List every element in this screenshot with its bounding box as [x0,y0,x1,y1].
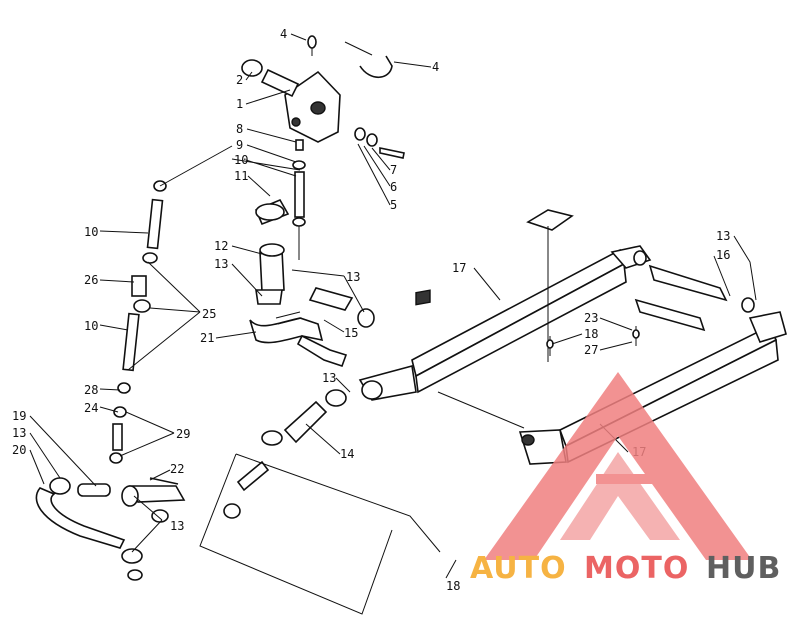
callout-7: 7 [390,163,397,177]
callout-labels: 4 4 2 1 8 9 10 11 7 6 5 10 12 13 13 26 2… [12,27,730,593]
callout-15: 15 [344,326,358,340]
callout-23: 23 [584,311,598,325]
callout-25: 25 [202,307,216,321]
callout-10c: 10 [84,319,98,333]
callout-28: 28 [84,383,98,397]
callout-13c: 13 [716,229,730,243]
callout-10b: 10 [84,225,98,239]
fastener-27 [632,326,640,346]
callout-18b: 18 [446,579,460,593]
logo-text-moto: MOTO [584,551,689,586]
callout-13b: 13 [346,270,360,284]
callout-18a: 18 [584,327,598,341]
vent-line-upper [292,139,306,260]
logo-text-auto: AUTO [470,551,567,586]
callout-29: 29 [176,427,190,441]
callout-26: 26 [84,273,98,287]
callout-3: 4 [280,27,287,41]
callout-17a: 17 [452,261,466,275]
logo-text-hub: HUB [706,551,781,586]
leader-lines [29,33,757,579]
callout-6: 6 [390,180,397,194]
callout-22: 22 [170,462,184,476]
callout-11: 11 [234,169,248,183]
callout-5: 5 [390,198,397,212]
vent-line-left [109,180,167,464]
coolant-hose-14 [236,389,347,492]
callout-27: 27 [584,343,598,357]
callout-4: 4 [432,60,439,74]
callout-14: 14 [340,447,354,461]
coolant-hose-20 [35,477,143,581]
filler-neck-assembly [249,198,348,368]
callout-13f: 13 [170,519,184,533]
heat-exchanger-left-rail [358,248,627,401]
coolant-hose-22 [121,477,241,523]
callout-19: 19 [12,409,26,423]
heat-exchanger-cross-tubes [610,245,787,343]
callout-2: 2 [236,73,243,87]
diamond-decal [526,209,574,231]
callout-10a: 10 [234,153,248,167]
callout-12: 12 [214,239,228,253]
callout-20: 20 [12,443,26,457]
automotohub-logo: AUTO MOTO HUB [470,372,781,586]
lower-panel-outline [199,453,441,615]
callout-21: 21 [200,331,214,345]
callout-13d: 13 [322,371,336,385]
callout-1: 1 [236,97,243,111]
callout-13e: 13 [12,426,26,440]
callout-16: 16 [716,248,730,262]
callout-9: 9 [236,138,243,152]
callout-24: 24 [84,401,98,415]
callout-13a: 13 [214,257,228,271]
center-leader-line [437,226,549,429]
logo-triangle-icon [484,372,752,560]
filler-bracket-assembly [241,35,405,159]
callout-8: 8 [236,122,243,136]
coolant-hose-15 [308,287,375,328]
